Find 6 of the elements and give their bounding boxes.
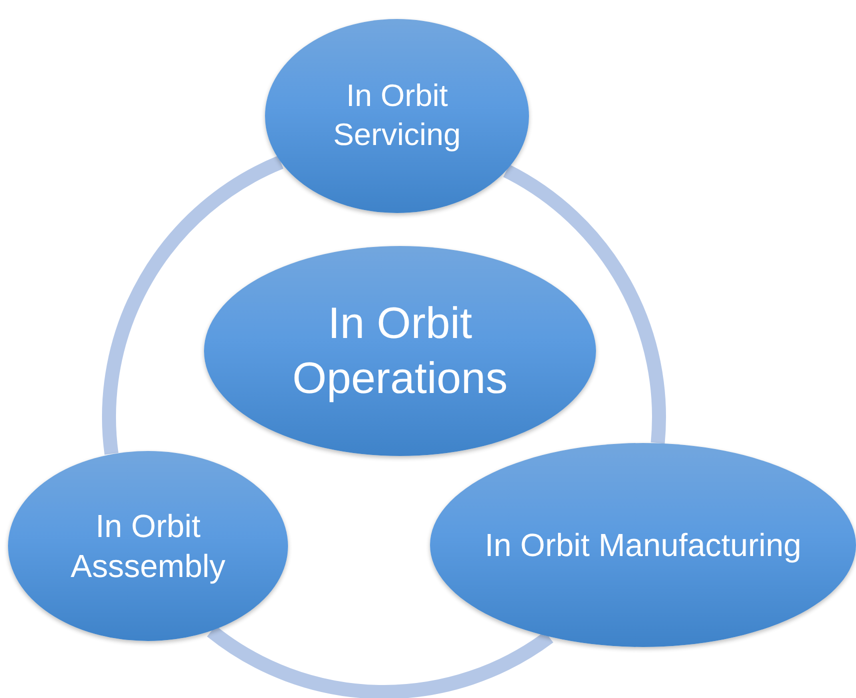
node-label: In Orbit Operations xyxy=(291,298,509,405)
node-label: In Orbit Servicing xyxy=(332,77,462,154)
ring-arc xyxy=(102,156,284,454)
node-label: In Orbit Manufacturing xyxy=(484,526,802,565)
node-label: In Orbit Asssembly xyxy=(70,507,226,586)
ring-arc xyxy=(502,164,666,444)
